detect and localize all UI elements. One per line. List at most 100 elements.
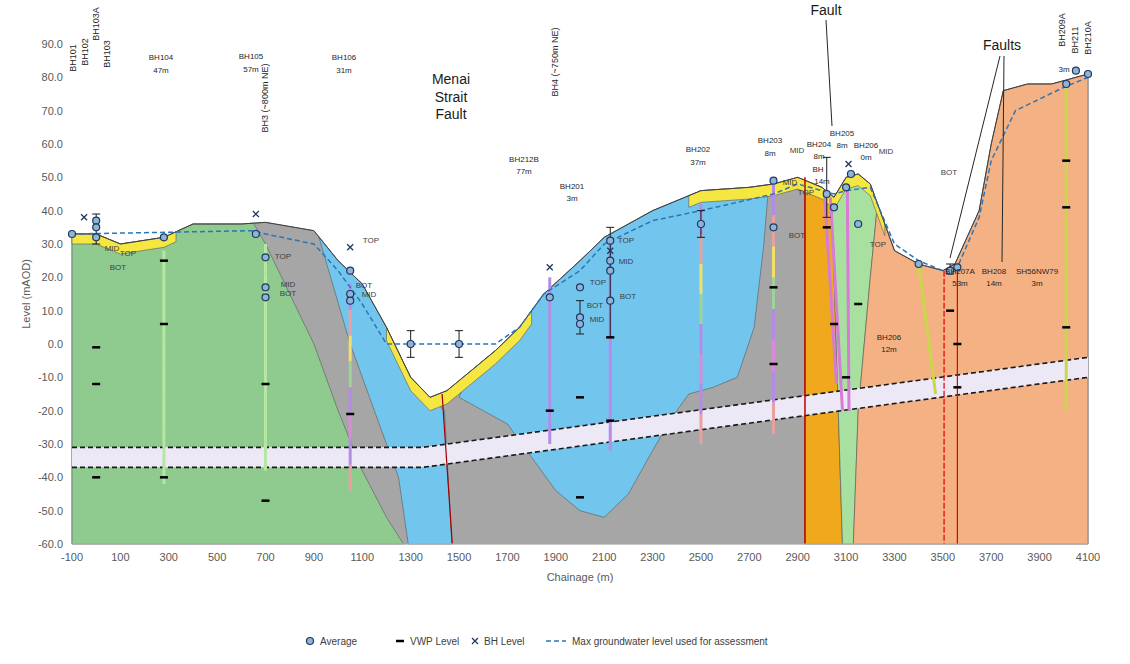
borehole-name: BH103A (92, 7, 102, 41)
vwp-marker (92, 476, 100, 479)
average-marker (847, 171, 854, 178)
legend-text: Max groundwater level used for assessmen… (572, 636, 768, 647)
axis-tick-label: 2500 (689, 551, 713, 563)
borehole-log (609, 347, 612, 373)
borehole-name: BH101 (69, 44, 79, 72)
axis-tick-label: 900 (305, 551, 323, 563)
tunnel-edge (72, 357, 1088, 447)
vwp-marker (1062, 206, 1070, 209)
bh-level-marker (547, 264, 553, 270)
borehole-log (162, 251, 165, 280)
borehole-name: BH4 (~750m NE) (551, 28, 561, 97)
axis-tick-label: 2100 (592, 551, 616, 563)
axis-tick-label: 70.0 (42, 105, 63, 117)
error-cap (606, 337, 614, 338)
vwp-marker (1062, 159, 1070, 162)
average-marker (607, 297, 614, 304)
borehole-log (699, 234, 702, 264)
vwp-marker (823, 226, 831, 229)
borehole-offset: 8m (813, 153, 824, 162)
borehole-log (1065, 128, 1068, 168)
axis-tick-label: -10.0 (38, 371, 63, 383)
borehole-log (772, 278, 775, 309)
average-marker (577, 314, 584, 321)
error-cap (606, 227, 614, 228)
borehole-offset: 3m (1031, 280, 1042, 289)
axis-tick-label: 4100 (1076, 551, 1100, 563)
borehole-log (699, 384, 702, 414)
vwp-marker (606, 419, 614, 422)
borehole-log (349, 387, 352, 413)
borehole-name: BH206 (877, 334, 901, 343)
error-cap (946, 264, 954, 265)
vwp-marker (854, 303, 862, 306)
borehole-log (162, 397, 165, 426)
average-marker (607, 237, 614, 244)
axis-tick-label: 2300 (640, 551, 664, 563)
piezometer-tag: MID (790, 147, 805, 156)
borehole-log (772, 247, 775, 278)
axis-tick-label: 0.0 (48, 338, 63, 350)
borehole-offset: 37m (690, 159, 706, 168)
average-marker (1085, 71, 1092, 78)
error-cap (697, 237, 705, 238)
borehole-offset: 8m (836, 142, 847, 151)
legend-text: Average (320, 636, 357, 647)
borehole-name: BH102 (81, 38, 91, 66)
borehole-offset: 8m (764, 150, 775, 159)
borehole-log (772, 403, 775, 434)
axis-tick-label: 300 (160, 551, 178, 563)
average-marker (93, 234, 100, 241)
borehole-log (548, 382, 551, 403)
average-marker (69, 231, 76, 238)
green-unit (72, 223, 403, 544)
average-marker (456, 341, 463, 348)
borehole-log (264, 301, 267, 329)
error-cap (455, 357, 463, 358)
vwp-marker (953, 386, 961, 389)
axis-tick-label: 2900 (785, 551, 809, 563)
borehole-name: BH206 (854, 142, 878, 151)
error-cap (576, 300, 584, 301)
borehole-offset: 3m (566, 195, 577, 204)
borehole-log (1065, 289, 1068, 329)
vwp-marker (160, 323, 168, 326)
leader-line (826, 20, 832, 126)
vwp-marker (546, 409, 554, 412)
axis-tick-label: -30.0 (38, 438, 63, 450)
average-marker (1072, 67, 1079, 74)
vwp-marker (953, 343, 961, 346)
borehole-log (162, 426, 165, 455)
borehole-log (1065, 209, 1068, 249)
bh-level-marker (846, 161, 852, 167)
vwp-marker (396, 640, 404, 643)
average-marker (347, 291, 354, 298)
fault-line (943, 271, 944, 544)
borehole-name: SH56NW79 (1016, 268, 1058, 277)
error-bar (826, 157, 827, 217)
bh-level-marker (347, 244, 353, 250)
bh-level-marker (81, 214, 87, 220)
error-cap (92, 244, 100, 245)
vwp-marker (946, 309, 954, 312)
axis-tick-label: 100 (111, 551, 129, 563)
borehole-log (1065, 168, 1068, 208)
borehole-log (548, 402, 551, 423)
borehole-log (699, 294, 702, 324)
borehole-log (162, 338, 165, 367)
fault-name: Faults (983, 38, 1021, 53)
error-cap (697, 210, 705, 211)
piezometer-tag: TOP (870, 241, 886, 250)
axis-tick-label: 700 (256, 551, 274, 563)
average-marker (577, 284, 584, 291)
vwp-marker (346, 413, 354, 416)
tunnel-band (72, 357, 1088, 467)
average-marker (823, 191, 830, 198)
borehole-name: BH201 (560, 183, 584, 192)
borehole-name: BH105 (239, 53, 263, 62)
average-marker (843, 184, 850, 191)
borehole-log (699, 354, 702, 384)
borehole-offset: 12m (881, 346, 897, 355)
vwp-marker (160, 259, 168, 262)
